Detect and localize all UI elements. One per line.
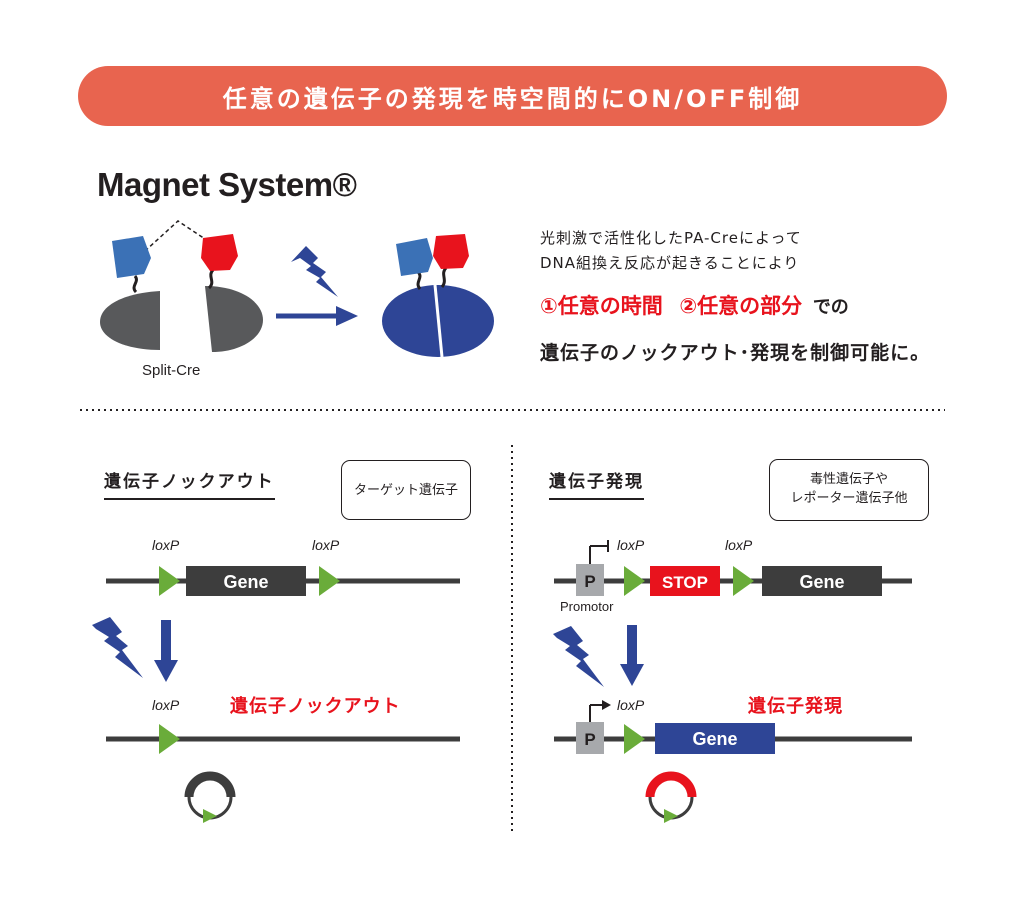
expression-gene-text: Gene	[799, 572, 844, 592]
expression-result-arrow-head	[602, 700, 611, 710]
recombination-diagrams: Gene P STOP Gene P	[92, 445, 912, 835]
red-magnet-active	[433, 234, 469, 269]
reaction-arrow-head	[336, 306, 358, 326]
expression-result-promoter-text: P	[584, 730, 595, 749]
expression-result-label: 遺伝子発現	[748, 696, 843, 717]
expression-gene-box	[762, 566, 882, 596]
knockout-excised-circle-gene	[184, 771, 236, 798]
expression-result-gene-box	[655, 723, 775, 754]
expression-promoter-box	[576, 564, 604, 596]
linker-active-right	[440, 266, 448, 288]
expression-loxp-left	[624, 566, 645, 596]
knockout-down-arrow-head	[154, 660, 178, 682]
description-line-1: 光刺激で活性化したPA-Creによって	[540, 229, 802, 247]
knockout-gene-text: Gene	[223, 572, 268, 592]
dashed-connector	[144, 220, 209, 252]
knockout-excised-loxp	[203, 809, 217, 823]
expression-down-arrow-shaft	[627, 625, 637, 667]
knockout-gene-box	[186, 566, 306, 596]
description-line-4: 遺伝子のノックアウト･発現を制御可能に。	[540, 342, 931, 364]
linker-active-left	[416, 270, 422, 290]
promotor-label: Promotor	[560, 599, 614, 614]
split-cre-label: Split-Cre	[142, 362, 201, 379]
system-title: Magnet System®	[97, 166, 357, 203]
expression-loxp-left-label: loxP	[617, 537, 645, 553]
banner-title: 任意の遺伝子の発現を時空間的にON/OFF制御	[222, 84, 803, 113]
knockout-loxp-right-label: loxP	[312, 537, 340, 553]
highlight-suffix: での	[812, 297, 849, 318]
expression-result-promoter-box	[576, 722, 604, 754]
expression-result-loxp-label: loxP	[617, 697, 645, 713]
linker-left	[132, 275, 138, 294]
split-cre-left-half	[100, 291, 160, 350]
expression-down-arrow-head	[620, 664, 644, 686]
knockout-light-bolt-icon	[92, 617, 143, 678]
magnet-system-illustration	[80, 220, 945, 411]
knockout-loxp-right	[319, 566, 340, 596]
expression-stop-box	[650, 566, 720, 596]
blue-magnet-active	[396, 238, 433, 276]
expression-loxp-right-label: loxP	[725, 537, 753, 553]
knockout-target-bubble: ターゲット遺伝子	[341, 460, 471, 520]
knockout-result-label: 遺伝子ノックアウト	[230, 696, 401, 717]
expression-excised-circle-stop	[645, 771, 697, 798]
expression-result-loxp	[624, 724, 645, 754]
expression-section-title: 遺伝子発現	[549, 467, 644, 500]
expression-bubble-line-1: 毒性遺伝子や	[809, 472, 888, 487]
expression-loxp-right	[733, 566, 754, 596]
title-banner: 任意の遺伝子の発現を時空間的にON/OFF制御	[78, 66, 947, 126]
blue-magnet-left	[112, 236, 151, 278]
expression-target-bubble: 毒性遺伝子や レポーター遺伝子他	[769, 459, 929, 521]
expression-stop-text: STOP	[662, 573, 708, 592]
expression-excised-loxp	[664, 809, 678, 823]
knockout-loxp-left-label: loxP	[152, 537, 180, 553]
knockout-result-loxp	[159, 724, 180, 754]
knockout-loxp-left	[159, 566, 180, 596]
knockout-bubble-text: ターゲット遺伝子	[353, 483, 458, 498]
knockout-down-arrow-shaft	[161, 620, 171, 664]
expression-bubble-line-2: レポーター遺伝子他	[790, 491, 908, 506]
expression-light-bolt-icon	[553, 626, 604, 687]
description-line-2: DNA組換え反応が起きることにより	[540, 254, 800, 272]
linker-right	[207, 268, 215, 290]
expression-result-gene-text: Gene	[692, 729, 737, 749]
split-cre-right-half	[205, 286, 263, 352]
expression-promoter-text: P	[584, 572, 595, 591]
active-cre-split	[433, 284, 444, 358]
highlight-part: ②任意の部分	[679, 294, 803, 318]
knockout-section-title: 遺伝子ノックアウト	[104, 467, 275, 500]
description-highlight-line: ①任意の時間 ②任意の部分 での	[540, 290, 849, 320]
red-magnet-right	[201, 234, 238, 271]
light-bolt-icon	[291, 246, 338, 297]
highlight-time: ①任意の時間	[540, 294, 663, 318]
knockout-result-loxp-label: loxP	[152, 697, 180, 713]
